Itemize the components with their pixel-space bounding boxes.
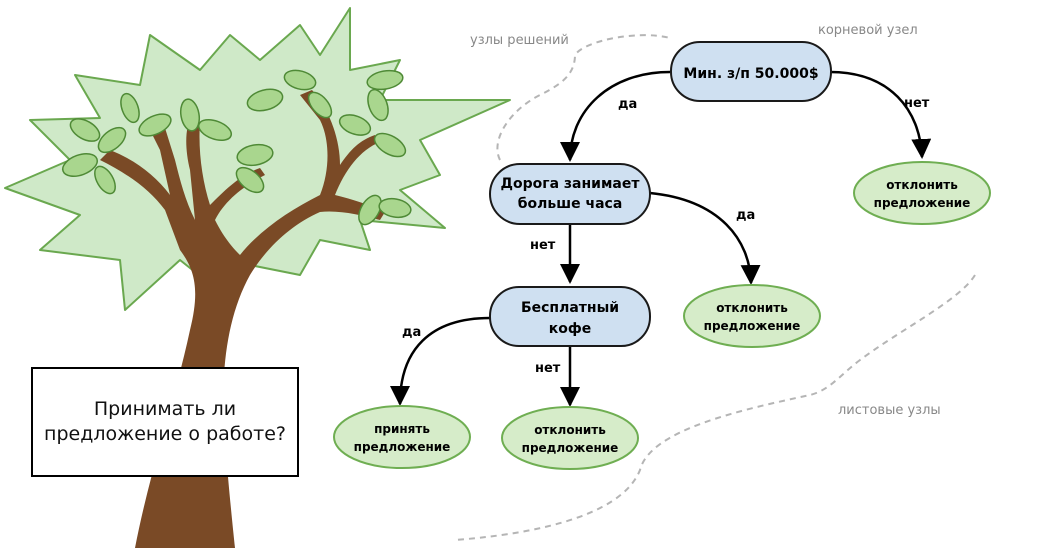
edge-commute-yes: [649, 191, 761, 285]
leaf-nodes-outline: [454, 274, 976, 541]
leaf-decline-1-line1: отклонить: [886, 178, 958, 192]
leaf-decline-3-line2: предложение: [522, 441, 619, 455]
commute-node: Дорога занимает больше часа: [489, 163, 651, 225]
title-line2: предложение о работе?: [44, 423, 286, 445]
leaf-accept-line2: предложение: [354, 440, 451, 454]
leaf-accept: принять предложение: [333, 405, 471, 469]
coffee-node-text-line2: кофе: [549, 321, 592, 337]
leaf-decline-3: отклонить предложение: [501, 406, 639, 470]
decision-nodes-outline: [496, 34, 671, 161]
edge-label-root-yes: да: [618, 97, 637, 112]
leaf-decline-2-line1: отклонить: [716, 301, 788, 315]
coffee-node-text-line1: Бесплатный: [521, 300, 619, 316]
root-node-label: корневой узел: [818, 23, 918, 38]
root-node-text: Мин. з/п 50.000$: [683, 66, 818, 82]
leaf-nodes-label: листовые узлы: [838, 403, 941, 418]
commute-node-text-line1: Дорога занимает: [501, 176, 641, 192]
edge-coffee-yes: [390, 316, 491, 406]
edge-label-coffee-no: нет: [535, 361, 561, 376]
coffee-node: Бесплатный кофе: [489, 286, 651, 347]
edge-root-no: [829, 70, 932, 159]
commute-node-text-line2: больше часа: [518, 196, 623, 212]
leaf-decline-1: отклонить предложение: [853, 161, 991, 225]
decision-nodes-label: узлы решений: [470, 33, 569, 48]
leaf-accept-line1: принять: [374, 422, 430, 436]
edge-label-commute-no: нет: [530, 238, 556, 253]
edge-label-coffee-yes: да: [402, 325, 421, 340]
title-line1: Принимать ли: [93, 398, 237, 420]
leaf-decline-1-line2: предложение: [874, 196, 971, 210]
tree-leaves: [61, 69, 412, 226]
edge-root-yes: [560, 70, 671, 162]
leaf-decline-2-line2: предложение: [704, 319, 801, 333]
leaf-decline-3-line1: отклонить: [534, 423, 606, 437]
edge-label-commute-yes: да: [736, 208, 755, 223]
title-box: Принимать ли предложение о работе?: [31, 367, 299, 477]
root-node: Мин. з/п 50.000$: [670, 41, 832, 102]
edge-label-root-no: нет: [904, 96, 930, 111]
leaf-decline-2: отклонить предложение: [683, 284, 821, 348]
